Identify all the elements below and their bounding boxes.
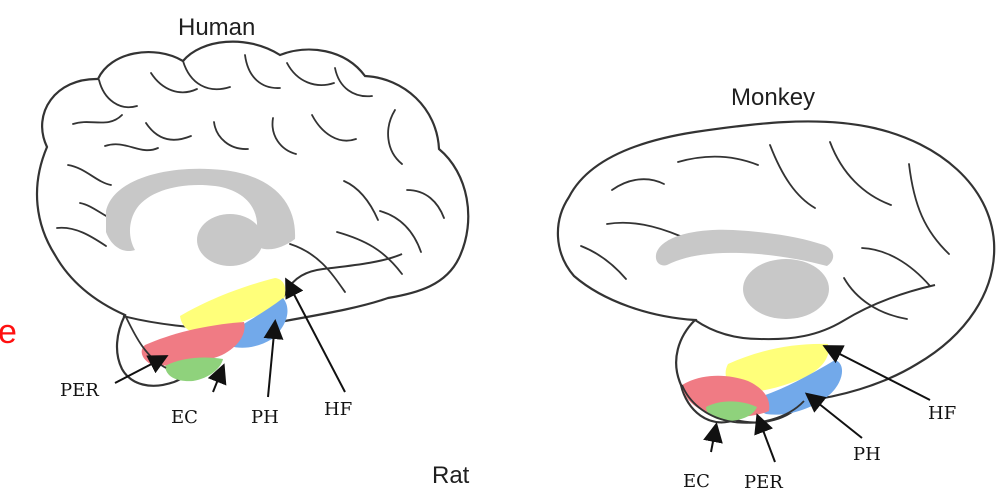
human-ec-label: EC: [171, 409, 198, 427]
monkey-ph-arrow: [808, 395, 862, 438]
monkey-hf-label: HF: [928, 405, 956, 423]
human-brain: [37, 42, 468, 397]
monkey-per-arrow: [758, 417, 775, 462]
human-thalamus: [197, 214, 263, 266]
monkey-thalamus: [743, 259, 829, 319]
human-hf-label: HF: [324, 401, 352, 419]
monkey-ec-label: EC: [683, 473, 710, 491]
human-ph-label: PH: [251, 409, 279, 427]
monkey-ph-label: PH: [853, 446, 881, 464]
monkey-per-label: PER: [744, 474, 783, 492]
human-title: Human: [178, 16, 255, 40]
rat-title: Rat: [432, 464, 469, 488]
cropped-red-letter: e: [0, 315, 17, 349]
monkey-title: Monkey: [731, 86, 815, 110]
human-per-label: PER: [60, 382, 99, 400]
monkey-ec-arrow: [711, 426, 716, 452]
